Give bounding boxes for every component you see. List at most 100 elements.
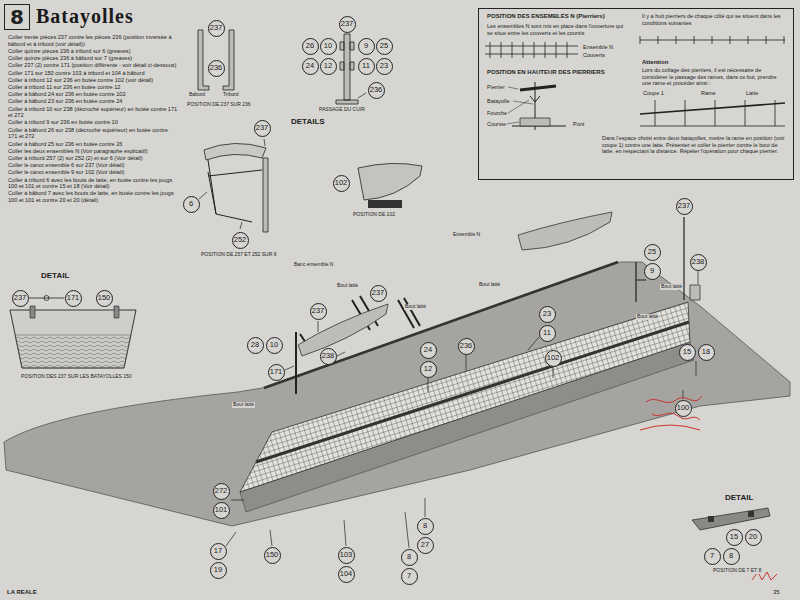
callout-text: 23	[380, 62, 388, 70]
callout-number: 252	[232, 232, 249, 249]
callout-number: 102	[545, 350, 562, 367]
part-label: Latte	[745, 90, 759, 96]
callout-number: 15	[726, 529, 743, 546]
callout-text: 17	[214, 547, 222, 555]
piece-238	[690, 285, 700, 300]
callout-text: 9	[364, 42, 368, 50]
callout-number: 237	[310, 303, 327, 320]
assembly-note: Coller à bâbord 7 avec les bouts de latt…	[8, 190, 178, 203]
leader-line	[226, 271, 698, 548]
batayolle-row	[640, 100, 785, 126]
callout-text: 237	[678, 202, 691, 210]
rail-102	[264, 262, 618, 388]
assembly-note: Coller le canot ensemble 9 sur 102 (Voir…	[8, 169, 178, 176]
callout-number: 238	[320, 348, 337, 365]
rod-237	[636, 217, 684, 302]
callout-number: 7	[704, 548, 721, 565]
part-label: Pont	[572, 121, 585, 127]
callout-number: 19	[210, 562, 227, 579]
part-label: POSITION DE 7 ET 8	[712, 568, 762, 574]
leader-line	[358, 93, 366, 98]
callout-number: 25	[644, 244, 661, 261]
callout-number: 8	[417, 518, 434, 535]
part-label: LA REALE	[6, 589, 38, 596]
callout-number: 24	[302, 58, 319, 75]
assembly-note: Coller à bâbord 24 sur 236 en butée cont…	[8, 91, 178, 98]
callout-text: 252	[234, 236, 247, 244]
callout-text: 236	[210, 64, 223, 72]
instruction-panel: POSITION DES ENSEMBLES N (Pierriers)Les …	[478, 8, 794, 180]
callout-text: 25	[380, 42, 388, 50]
assembly-note: Coller à tribord 12 sur 236 en butée con…	[8, 77, 178, 84]
callout-text: 100	[677, 404, 690, 412]
callout-text: 171	[270, 368, 283, 376]
callout-number: 237	[254, 120, 271, 137]
assembly-note: Coller à tribord 257 (2) sur 252 (2) et …	[8, 155, 178, 162]
boat-stand	[368, 200, 402, 208]
callout-text: 18	[702, 348, 710, 356]
callout-text: 237	[372, 289, 385, 297]
callout-text: 28	[251, 341, 259, 349]
callout-text: 12	[424, 365, 432, 373]
callout-text: 24	[424, 346, 432, 354]
callout-text: 272	[215, 487, 228, 495]
callout-number: 11	[358, 58, 375, 75]
assembly-note: Coller le canot ensemble 6 sur 237 (Voir…	[8, 162, 178, 169]
callout-number: 15	[679, 344, 696, 361]
part-label: Pierrier	[486, 84, 506, 90]
callout-number: 25	[376, 38, 393, 55]
part-label: Bout latté	[232, 402, 255, 408]
assembly-note: Coller à tribord 6 avec les bouts de lat…	[8, 177, 178, 190]
callout-text: 171	[67, 294, 80, 302]
panel-text: Lors du collage des pierriers, il est né…	[641, 67, 788, 87]
callout-text: 9	[650, 267, 654, 275]
part-label: Bout latté	[478, 282, 501, 288]
part-label: POSITION DE 237 SUR 236	[186, 102, 252, 108]
panel-heading: POSITION DES ENSEMBLES N (Pierriers)	[486, 13, 638, 20]
part-label: Bout latté	[404, 304, 427, 310]
part-label: Bout latté	[660, 284, 683, 290]
part-label: Coupe 1	[642, 90, 665, 96]
callout-text: 8	[407, 553, 411, 561]
callout-number: 150	[264, 547, 281, 564]
assembly-note: Coller à tribord 10 sur 238 (décroché su…	[8, 106, 178, 119]
callout-text: 11	[543, 329, 551, 337]
detail-heading: DETAIL	[724, 493, 754, 502]
part-label: Babord	[188, 92, 206, 98]
callout-number: 104	[338, 566, 355, 583]
panel-heading: POSITION EN HAUTEUR DES PIERRIERS	[486, 69, 638, 76]
callout-number: 10	[320, 38, 337, 55]
callout-text: 238	[322, 352, 335, 360]
assembly-note: Coller à bâbord 23 sur 236 en butée cont…	[8, 98, 178, 105]
assembly-notes: Coller trente pièces 237 contre les pièc…	[8, 34, 178, 204]
assembly-note: Coller à tribord 11 sur 236 en butée con…	[8, 84, 178, 91]
callout-text: 236	[370, 86, 383, 94]
part-label: Couverts	[582, 52, 606, 58]
callout-text: 238	[692, 258, 705, 266]
callout-text: 103	[340, 551, 353, 559]
part-label: Ensemble N	[452, 232, 481, 238]
assembly-note: Coller à bâbord 26 sur 238 (décroché sup…	[8, 127, 178, 140]
callout-number: 27	[417, 537, 434, 554]
callout-number: 236	[368, 82, 385, 99]
part-label: Bout latté	[336, 283, 359, 289]
callout-text: 101	[215, 506, 228, 514]
post-detail	[198, 30, 234, 90]
callout-text: 27	[421, 541, 429, 549]
callout-number: 23	[376, 58, 393, 75]
cleat-detail	[336, 34, 358, 104]
callout-number: 150	[96, 290, 113, 307]
part-label: Batayolle	[486, 98, 511, 104]
panel-heading: Attention	[641, 59, 743, 66]
assembly-note: Coller à tribord 9 sur 236 en butée cont…	[8, 119, 178, 126]
callout-text: 150	[266, 551, 279, 559]
callout-number: 237	[208, 20, 225, 37]
callout-number: 26	[302, 38, 319, 55]
callout-number: 237	[370, 285, 387, 302]
boat-102	[358, 163, 422, 200]
part-label: Rame	[700, 90, 717, 96]
callout-text: 150	[98, 294, 111, 302]
